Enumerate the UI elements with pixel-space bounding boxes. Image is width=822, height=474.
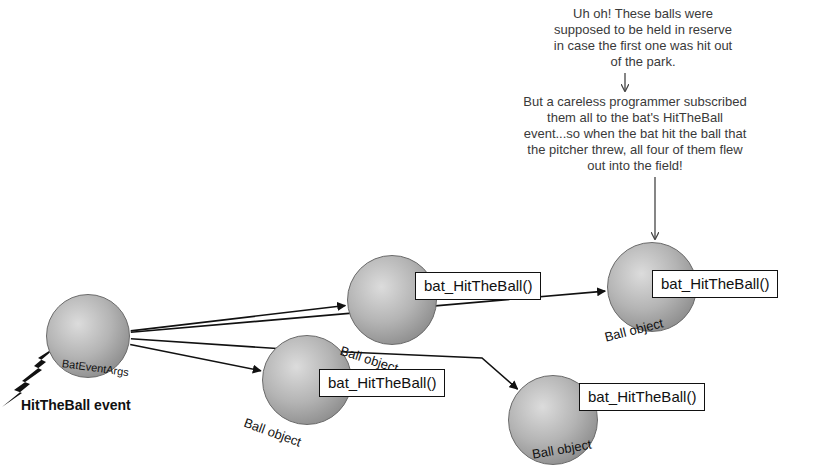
method-box: bat_HitTheBall() (579, 383, 705, 411)
leader-arrow (654, 177, 655, 239)
event-arrow (130, 345, 261, 371)
ball-circle: bat_HitTheBall()Ball object (347, 255, 437, 345)
leader-arrow (624, 73, 625, 91)
event-arrow (131, 306, 346, 331)
event-circle: BatEventArgsHitTheBall event (46, 294, 130, 378)
event-args-label: BatEventArgs (61, 357, 129, 379)
ball-circle: bat_HitTheBall()Ball object (508, 375, 598, 465)
annotation-note: Uh oh! These balls were supposed to be h… (548, 6, 738, 70)
method-box: bat_HitTheBall() (319, 369, 445, 397)
method-box: bat_HitTheBall() (652, 270, 778, 298)
annotation-note: But a careless programmer subscribed the… (522, 94, 748, 174)
object-label: Ball object (603, 315, 665, 344)
ball-circle: bat_HitTheBall()Ball object (262, 335, 352, 425)
ball-circle: bat_HitTheBall()Ball object (607, 242, 697, 332)
object-label: Ball object (531, 437, 593, 462)
object-label: Ball object (242, 415, 303, 450)
event-name: HitTheBall event (21, 397, 131, 413)
method-box: bat_HitTheBall() (415, 272, 541, 300)
